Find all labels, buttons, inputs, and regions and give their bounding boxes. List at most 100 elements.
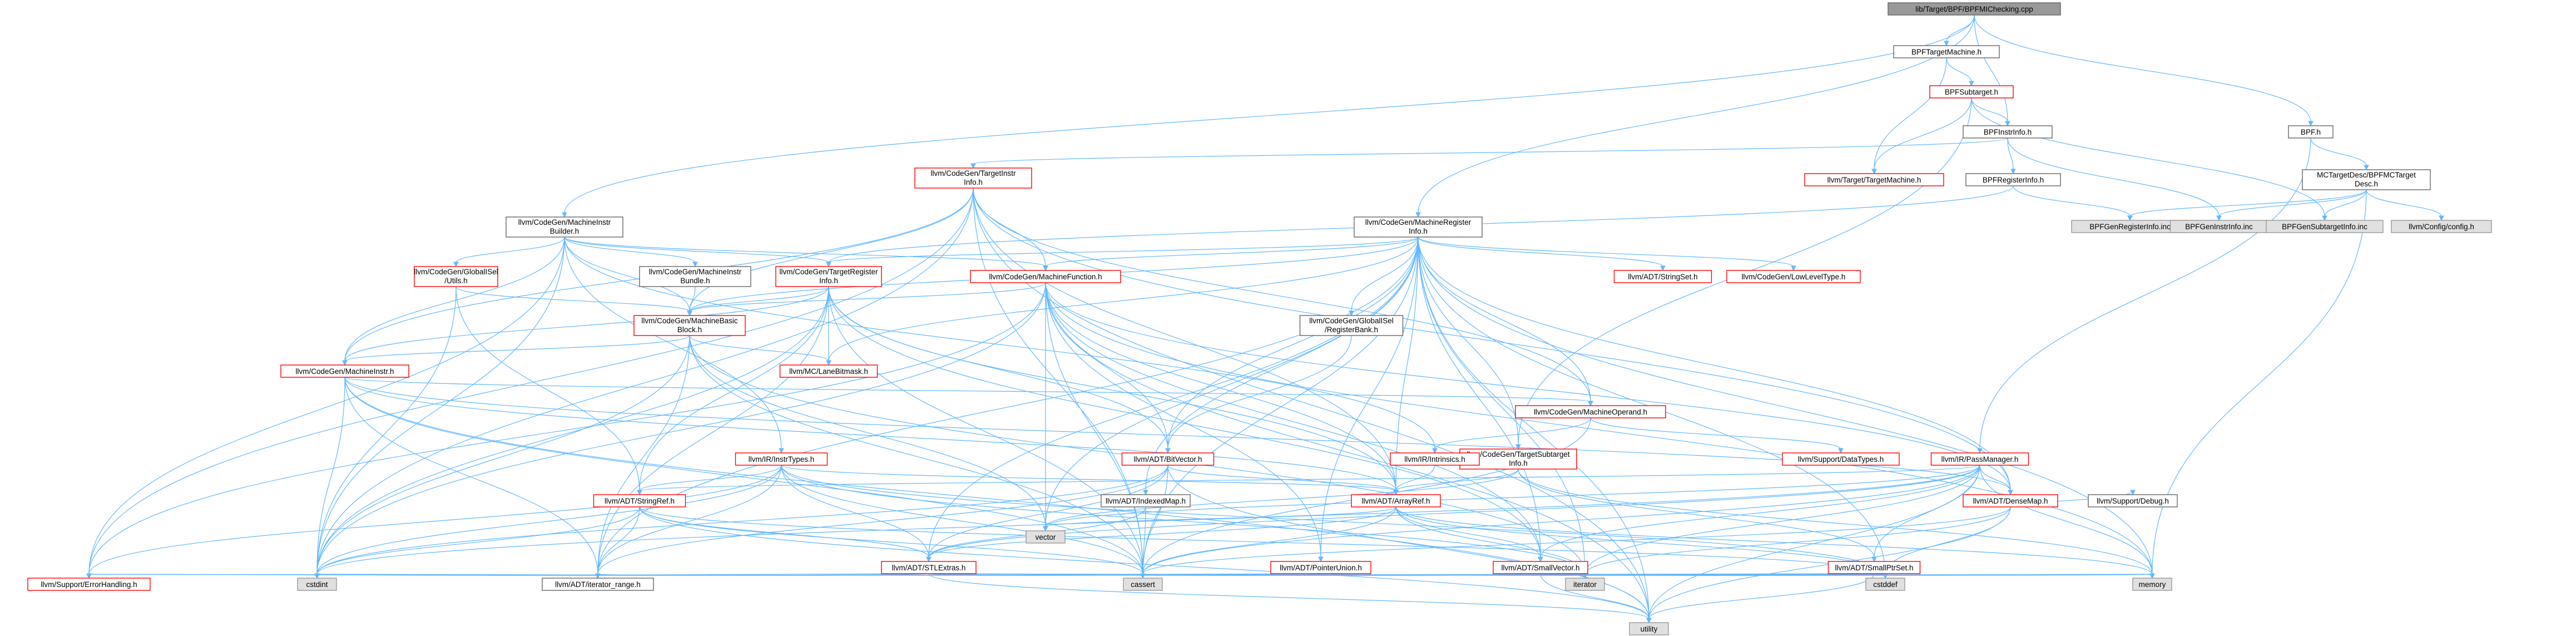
edge-line — [1395, 506, 2153, 575]
edge-root-to-mri — [1415, 14, 1975, 218]
node-mf[interactable]: llvm/CodeGen/MachineFunction.h — [970, 270, 1121, 283]
edge-bitvec-to-utility — [1167, 465, 1652, 624]
node-strref[interactable]: llvm/ADT/StringRef.h — [593, 494, 686, 507]
node-box — [1782, 452, 1900, 466]
edge-bpftm-to-ttm — [1871, 57, 1947, 175]
edge-line — [564, 14, 1975, 214]
node-label: Info.h — [1509, 459, 1528, 467]
node-bpfh[interactable]: BPF.h — [2288, 125, 2334, 139]
node-smallvec[interactable]: llvm/ADT/SmallVector.h — [1493, 561, 1588, 574]
node-passmgr[interactable]: llvm/IR/PassManager.h — [1930, 452, 2029, 466]
node-bitvec[interactable]: llvm/ADT/BitVector.h — [1121, 452, 1215, 466]
edge-line — [1395, 506, 1541, 558]
node-label: llvm/Support/Debug.h — [2097, 497, 2169, 505]
node-ptrunion[interactable]: llvm/ADT/PointerUnion.h — [1270, 561, 1371, 574]
node-label: BPF.h — [2301, 128, 2321, 136]
node-lowlvl[interactable]: llvm/CodeGen/LowLevelType.h — [1726, 270, 1861, 283]
node-bpfst[interactable]: BPFSubtarget.h — [1929, 85, 2014, 98]
node-label: llvm/ADT/iterator_range.h — [555, 580, 641, 589]
edge-arrowhead — [2005, 121, 2010, 127]
edge-line — [1584, 506, 2011, 575]
node-label: llvm/ADT/StringRef.h — [605, 497, 675, 505]
edge-arrowhead — [826, 262, 831, 268]
edge-line — [1971, 97, 2325, 217]
edge-mib-to-mi — [342, 236, 565, 366]
edge-line — [316, 465, 1980, 575]
node-intrin[interactable]: llvm/IR/Intrinsics.h — [1390, 452, 1480, 466]
node-arrref[interactable]: llvm/ADT/ArrayRef.h — [1351, 494, 1441, 507]
edge-line — [1979, 137, 2311, 450]
node-lanebm[interactable]: llvm/MC/LaneBitmask.h — [779, 364, 878, 378]
node-mo[interactable]: llvm/CodeGen/MachineOperand.h — [1515, 405, 1666, 418]
node-densemap[interactable]: llvm/ADT/DenseMap.h — [1963, 494, 2058, 507]
node-instrtypes[interactable]: llvm/IR/InstrTypes.h — [735, 452, 828, 466]
node-label: llvm/CodeGen/MachineInstr.h — [295, 367, 394, 376]
node-strset[interactable]: llvm/ADT/StringSet.h — [1613, 270, 1712, 283]
edge-arrowhead — [687, 310, 692, 317]
edge-line — [973, 188, 2011, 491]
edge-arrowhead — [1646, 618, 1652, 624]
edge-line — [1395, 465, 1435, 491]
node-regbank[interactable]: llvm/CodeGen/GlobalISel/RegisterBank.h — [1299, 315, 1404, 336]
node-stlextras[interactable]: llvm/ADT/STLExtras.h — [881, 561, 977, 574]
node-box — [593, 494, 686, 507]
edge-line — [973, 188, 1396, 491]
node-errh[interactable]: llvm/Support/ErrorHandling.h — [27, 578, 151, 591]
edge-mcdesc-to-genreg — [2127, 189, 2367, 221]
node-smallptr[interactable]: llvm/ADT/SmallPtrSet.h — [1827, 561, 1921, 574]
node-dbg[interactable]: llvm/Support/Debug.h — [2088, 494, 2178, 507]
edge-arrowhead — [970, 163, 976, 169]
node-iterrange[interactable]: llvm/ADT/iterator_range.h — [542, 578, 654, 591]
node-label: llvm/CodeGen/MachineRegister — [1365, 218, 1472, 226]
node-label: llvm/CodeGen/MachineBasic — [641, 317, 738, 325]
edge-arrowhead — [1538, 556, 1543, 563]
node-mi[interactable]: llvm/CodeGen/MachineInstr.h — [280, 364, 409, 378]
edge-root-to-mib — [562, 14, 1975, 218]
edge-mbb-to-mi — [342, 335, 690, 366]
edge-line — [88, 188, 974, 575]
node-box — [914, 167, 1032, 189]
node-ttm[interactable]: llvm/Target/TargetMachine.h — [1804, 173, 1944, 186]
node-box — [639, 266, 751, 287]
edge-line — [597, 465, 782, 575]
edge-arrref-to-cstddef — [1395, 506, 1888, 579]
edge-line — [2152, 189, 2367, 575]
edge-line — [316, 188, 974, 575]
node-bpfri[interactable]: BPFRegisterInfo.h — [1965, 173, 2061, 186]
edge-line — [1418, 236, 1794, 267]
node-label: Block.h — [677, 326, 702, 334]
node-root[interactable]: lib/Target/BPF/BPFMIChecking.cpp — [1888, 2, 2061, 16]
edge-line — [1418, 236, 1586, 575]
edge-line — [1418, 236, 2153, 575]
node-indexedmap[interactable]: llvm/ADT/IndexedMap.h — [1101, 494, 1191, 507]
edge-line — [1590, 417, 1841, 450]
edge-mri-to-tri — [826, 236, 1419, 268]
edge-arrowhead — [86, 573, 92, 579]
edge-arrowhead — [637, 490, 642, 496]
edge-line — [2007, 137, 2220, 217]
node-label: BPFRegisterInfo.h — [1983, 176, 2044, 184]
edge-line — [316, 286, 829, 575]
node-bpfii[interactable]: BPFInstrInfo.h — [1963, 125, 2053, 139]
node-bpftm[interactable]: BPFTargetMachine.h — [1893, 45, 2000, 58]
node-box — [1613, 270, 1712, 283]
edge-line — [1045, 282, 2153, 575]
edge-line — [1584, 573, 1875, 576]
node-box — [1270, 561, 1371, 574]
node-box — [414, 266, 498, 287]
node-gisel[interactable]: llvm/CodeGen/GlobalISel/Utils.h — [414, 266, 498, 287]
node-box — [1121, 452, 1215, 466]
edge-line — [1167, 236, 1419, 450]
edge-line — [928, 506, 1396, 558]
node-box — [2288, 125, 2334, 139]
node-datatypes[interactable]: llvm/Support/DataTypes.h — [1782, 452, 1900, 466]
edges-layer — [86, 14, 2444, 624]
